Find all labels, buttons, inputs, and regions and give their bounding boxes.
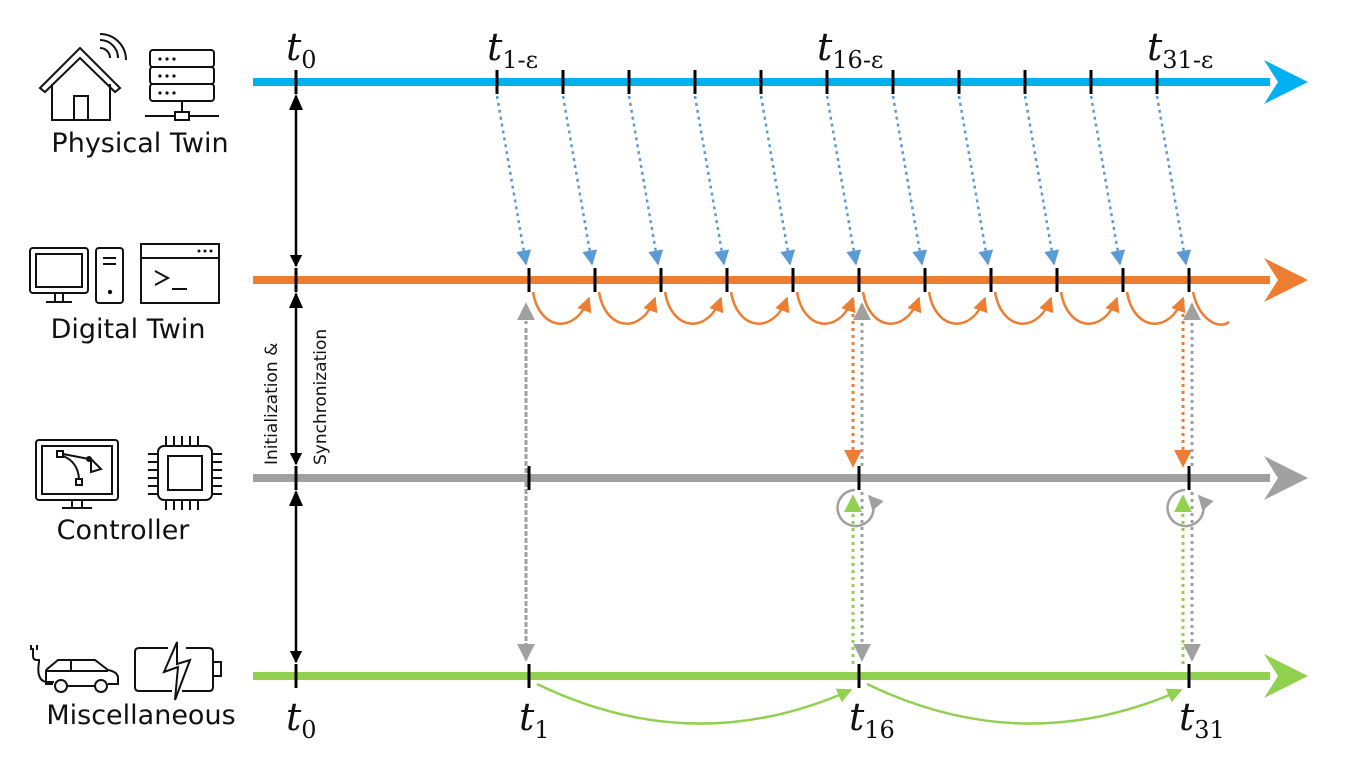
time-ticks [294,70,1191,688]
electric-car-icon [30,645,119,693]
lane-lines [253,60,1308,698]
time-label-top-sub-0: 0 [301,46,316,74]
timeline-arrowhead-physical [1264,60,1308,104]
timeline-arrowhead-digital [1264,258,1308,302]
time-label-bottom-sub-1: 1 [534,716,549,744]
lane-label-physical: Physical Twin [51,128,228,159]
server-rack-icon [145,49,219,121]
sample-arrow [759,95,796,266]
timeline-arrowhead-misc [1264,654,1308,698]
battery-charging-icon [134,641,222,701]
time-label-top-1: t1-ε [487,25,538,74]
controller-loop-arrow [1166,488,1214,528]
design-monitor-icon [35,439,119,509]
simulation-step-arrow [1059,291,1120,325]
init-sync-arrowhead-up-0 [289,94,303,110]
lane-label-misc: Miscellaneous [46,700,235,731]
time-label-bottom-sub-0: 0 [301,716,316,744]
time-label-bottom-2: t16 [849,695,895,744]
misc-step-arc [536,682,853,725]
init-label-line1: Initialization & [262,343,282,465]
time-label-top-sub-1: 1-ε [502,46,538,74]
smart-home-icon [38,33,127,121]
sample-arrow [825,95,862,266]
sample-arrow [693,95,730,266]
sample-arrow [627,95,664,266]
time-labels: t0 t1-ε t16-ε t31-ε t0 t1 t16 t31 [286,25,1225,744]
time-label-bottom-3: t31 [1179,695,1225,744]
time-label-bottom-sub-3: 31 [1194,716,1225,744]
lane-label-digital: Digital Twin [51,314,206,345]
init-sync-arrowhead-up-2 [289,490,303,506]
init-label-line2: Synchronization [311,329,331,465]
sample-arrow [1089,95,1126,266]
controller-loop-arrow [836,488,884,528]
sample-arrow [891,95,928,266]
timeline-arrowhead-controller [1264,456,1308,500]
message-arrows [289,94,1230,725]
sample-arrow [957,95,994,266]
time-label-top-sub-3: 31-ε [1162,46,1213,74]
time-label-top-sub-2: 16-ε [832,46,883,74]
microchip-icon [148,436,222,510]
time-label-top-0: t0 [286,25,317,74]
sample-arrow [495,95,532,266]
simulation-step-arrow [1125,291,1186,325]
terminal-window-icon [140,243,220,304]
simulation-step-arrow [993,291,1054,325]
simulation-step-arrow [927,291,988,325]
misc-step-arc [866,682,1183,725]
simulation-step-arrow [597,291,658,325]
lane-label-controller: Controller [57,515,191,546]
sample-arrow [1155,95,1192,266]
simulation-step-arrow [663,291,724,325]
time-label-top-3: t31-ε [1147,25,1213,74]
simulation-step-arrow-tail [1191,291,1230,326]
time-label-bottom-sub-2: 16 [864,716,895,744]
simulation-step-arrow [795,291,856,325]
sample-arrow [1023,95,1060,266]
time-label-top-2: t16-ε [817,25,883,74]
simulation-step-arrow [531,291,592,325]
simulation-step-arrow [861,291,922,325]
init-sync-arrowhead-up-1 [289,292,303,308]
simulation-step-arrow [729,291,790,325]
time-label-bottom-0: t0 [286,695,317,744]
sample-arrow [561,95,598,266]
time-label-bottom-1: t1 [519,695,550,744]
desktop-computer-icon [29,247,124,304]
